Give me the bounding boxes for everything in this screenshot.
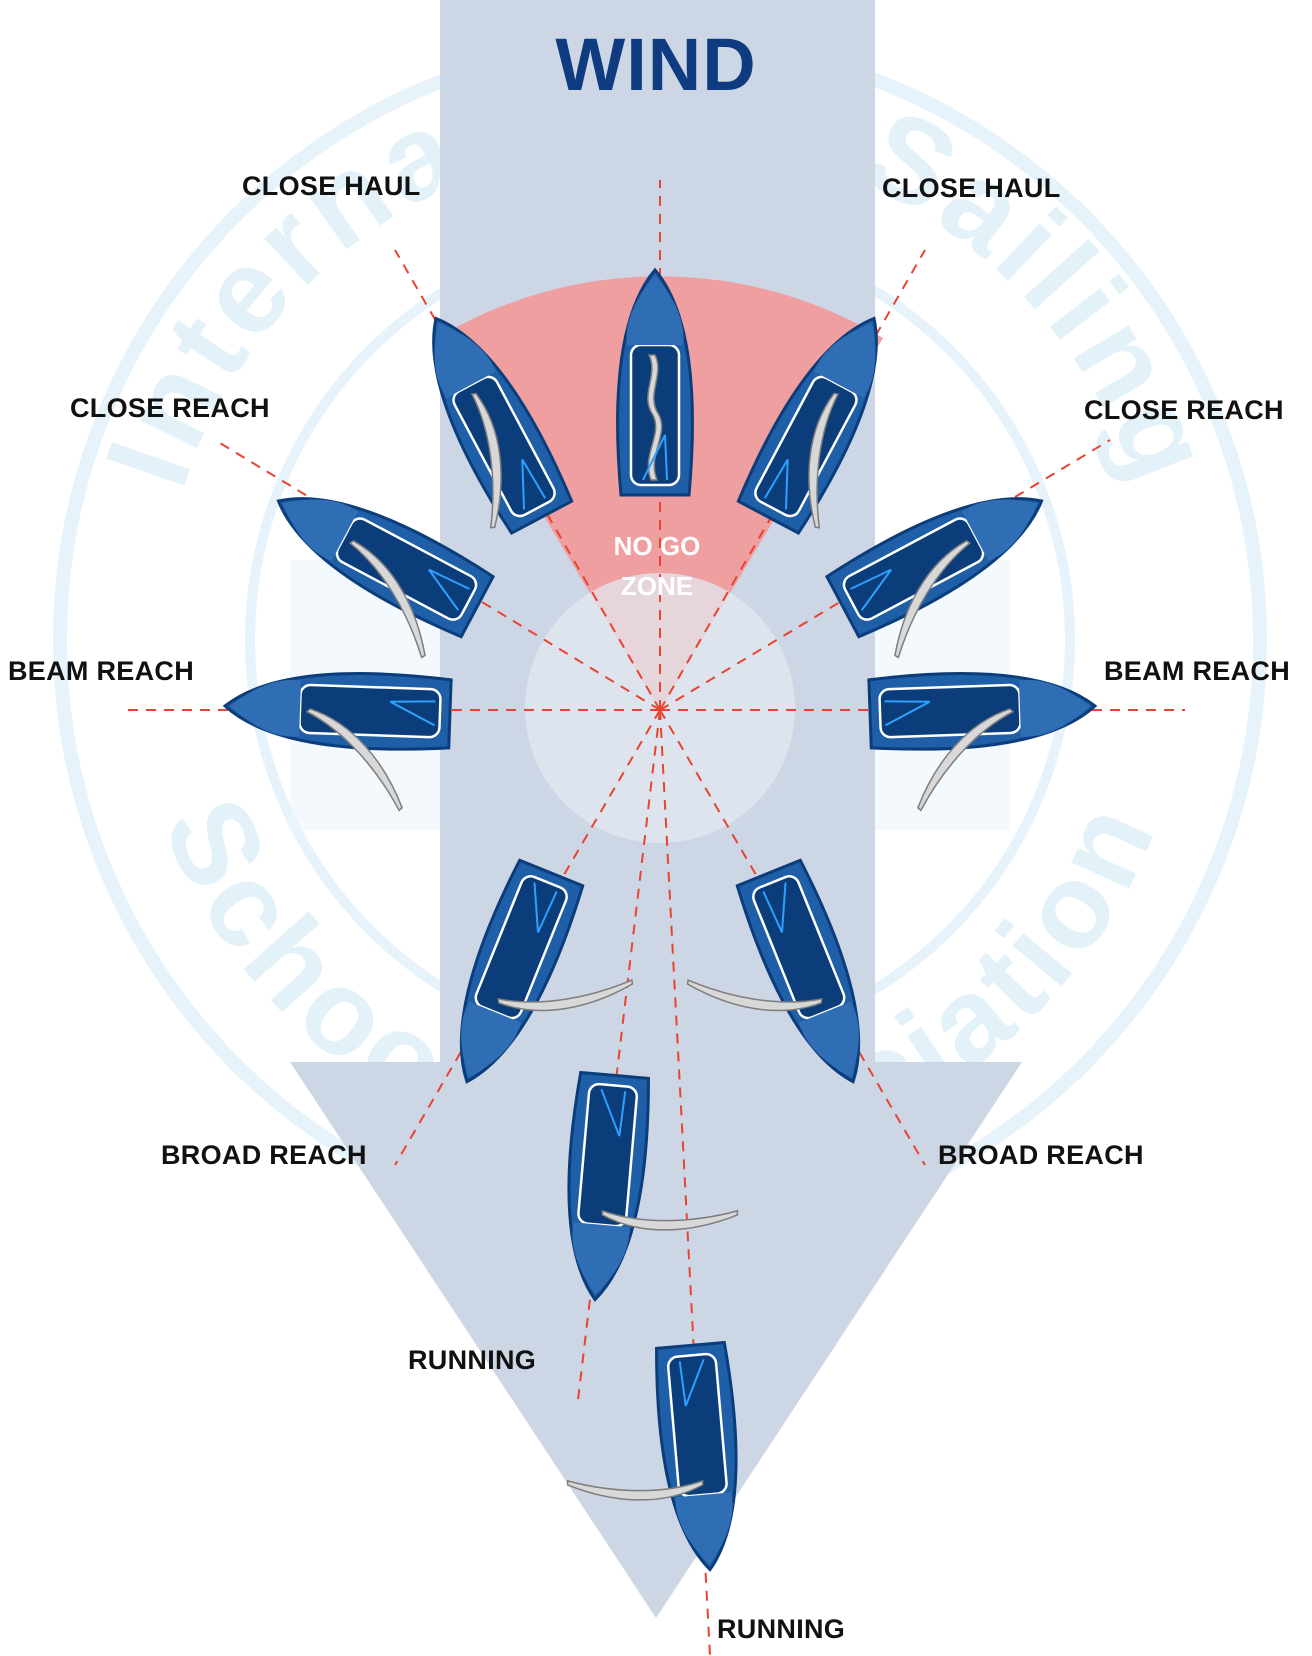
boat-beam-reach-right-cockpit	[879, 685, 1021, 738]
label-broad-reach-left: BROAD REACH	[161, 1140, 367, 1171]
label-close-reach-left: CLOSE REACH	[70, 393, 270, 424]
wind-title: WIND	[0, 22, 1312, 107]
no-go-line-2: ZONE	[560, 566, 754, 606]
label-beam-reach-right: BEAM REACH	[1104, 656, 1290, 687]
label-beam-reach-left: BEAM REACH	[8, 656, 194, 687]
label-running-left: RUNNING	[408, 1345, 536, 1376]
label-close-haul-left: CLOSE HAUL	[242, 171, 421, 202]
boat-beam-reach-left-foredeck	[229, 678, 301, 737]
label-close-haul-right: CLOSE HAUL	[882, 173, 1061, 204]
boat-beam-reach-left-cockpit	[299, 685, 441, 738]
wind-arrow-head	[290, 1062, 1022, 1618]
no-go-zone-label: NO GO ZONE	[560, 526, 754, 606]
label-broad-reach-right: BROAD REACH	[938, 1140, 1144, 1171]
label-running-right: RUNNING	[717, 1614, 845, 1645]
boat-beam-reach-right-foredeck	[1019, 678, 1091, 737]
no-go-line-1: NO GO	[560, 526, 754, 566]
label-close-reach-right: CLOSE REACH	[1084, 395, 1284, 426]
